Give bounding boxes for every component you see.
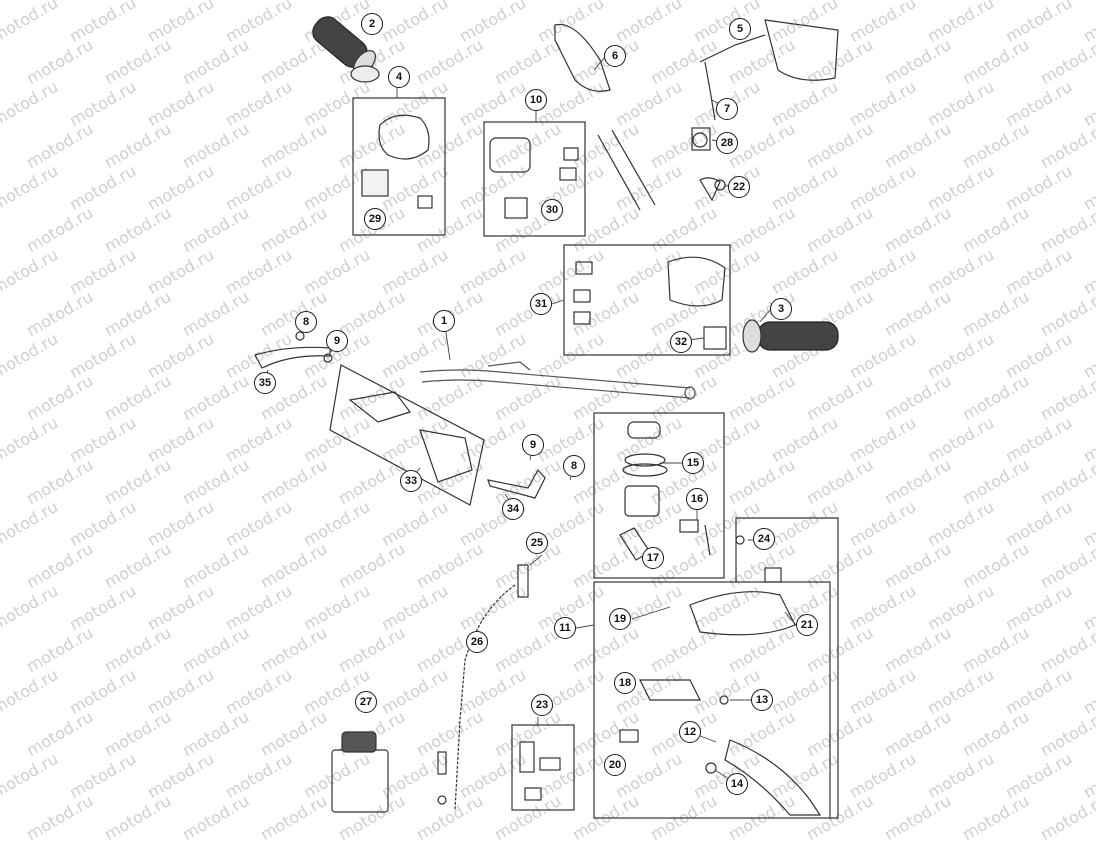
- callout-8: 8: [295, 311, 317, 333]
- callout-1: 1: [433, 310, 455, 332]
- callout-14: 14: [726, 773, 748, 795]
- box-21: [735, 517, 839, 819]
- grip-right: [742, 319, 839, 353]
- mirror: [691, 19, 839, 202]
- callout-22: 22: [728, 176, 750, 198]
- callout-12: 12: [679, 721, 701, 743]
- callout-11: 11: [554, 617, 576, 639]
- box-10: [483, 121, 586, 237]
- callout-10: 10: [525, 89, 547, 111]
- callout-32: 32: [670, 331, 692, 353]
- switch-housing-right: [573, 256, 727, 350]
- callout-2: 2: [361, 13, 383, 35]
- callout-30: 30: [541, 199, 563, 221]
- callout-9b: 9: [522, 434, 544, 456]
- brake-fluid-bottle: [331, 731, 389, 813]
- callout-21: 21: [796, 614, 818, 636]
- bleeder-kit: [519, 741, 561, 801]
- hand-guards: [348, 391, 473, 483]
- callout-7: 7: [716, 98, 738, 120]
- box-23: [511, 724, 575, 811]
- callout-18: 18: [614, 672, 636, 694]
- box-15: [593, 412, 725, 579]
- callout-20: 20: [604, 754, 626, 776]
- exploded-view-drawing: [254, 16, 839, 819]
- hydraulic-hose: [454, 584, 516, 811]
- callout-31: 31: [530, 293, 552, 315]
- callout-26: 26: [466, 631, 488, 653]
- callout-9: 9: [326, 330, 348, 352]
- callout-16: 16: [686, 488, 708, 510]
- clutch-lever: [254, 331, 333, 369]
- box-33: [329, 364, 485, 506]
- callout-4: 4: [388, 66, 410, 88]
- callout-29: 29: [364, 208, 386, 230]
- callout-3: 3: [770, 298, 792, 320]
- callout-34: 34: [502, 498, 524, 520]
- box-4: [352, 97, 446, 236]
- callout-35: 35: [254, 372, 276, 394]
- box-11: [593, 581, 831, 819]
- callout-23: 23: [531, 694, 553, 716]
- callout-19: 19: [609, 608, 631, 630]
- throttle-tube: [554, 23, 656, 211]
- handlebar: [419, 361, 696, 400]
- callout-15: 15: [682, 452, 704, 474]
- callout-6: 6: [604, 45, 626, 67]
- callout-28: 28: [716, 132, 738, 154]
- callout-27: 27: [355, 691, 377, 713]
- callout-17: 17: [642, 547, 664, 569]
- master-cylinder: [619, 567, 822, 816]
- switch-housing-center: [489, 137, 579, 219]
- callout-13: 13: [751, 689, 773, 711]
- callout-33: 33: [400, 470, 422, 492]
- brake-reservoir: [619, 421, 711, 561]
- callout-24: 24: [753, 528, 775, 550]
- hand-guard-bracket: [487, 468, 546, 499]
- switch-housing-left: [361, 114, 433, 209]
- callout-5: 5: [729, 18, 751, 40]
- callout-25: 25: [526, 532, 548, 554]
- callout-8b: 8: [563, 455, 585, 477]
